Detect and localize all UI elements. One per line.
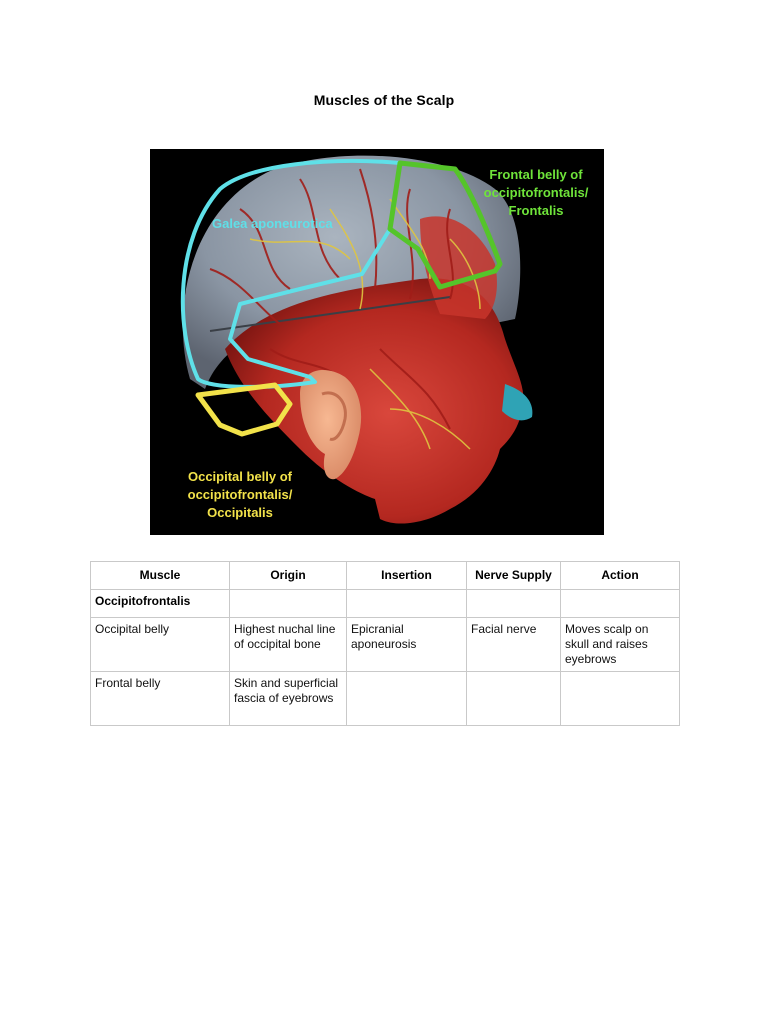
label-occipital-belly: Occipital belly of occipitofrontalis/ Oc…: [160, 468, 320, 522]
label-galea-aponeurotica: Galea aponeurotica: [212, 216, 333, 231]
cell-nerve: [466, 671, 561, 726]
frontal-outline: [387, 160, 503, 290]
cell-muscle: Frontal belly: [90, 671, 230, 726]
cell-muscle: Occipital belly: [90, 617, 230, 672]
cell-origin: Skin and superficial fascia of eyebrows: [229, 671, 347, 726]
nose: [502, 384, 533, 421]
header-nerve-supply: Nerve Supply: [466, 561, 561, 590]
header-muscle: Muscle: [90, 561, 230, 590]
group-label: Occipitofrontalis: [90, 589, 230, 618]
ear: [300, 370, 362, 480]
cell-insertion: Epicranial aponeurosis: [346, 617, 467, 672]
label-occipital-line1: Occipital belly of: [187, 469, 293, 484]
muscles-table: Muscle Origin Insertion Nerve Supply Act…: [90, 561, 680, 726]
cell-nerve: Facial nerve: [466, 617, 561, 672]
header-origin: Origin: [229, 561, 347, 590]
scalp-muscles-figure: Galea aponeurotica Frontal belly of occi…: [150, 149, 604, 535]
table-row: Frontal belly Skin and superficial fasci…: [90, 671, 680, 726]
occipital-outline: [195, 382, 293, 437]
header-action: Action: [560, 561, 680, 590]
table-header-row: Muscle Origin Insertion Nerve Supply Act…: [90, 561, 680, 590]
cell-insertion: [346, 671, 467, 726]
cell-action: [560, 671, 680, 726]
label-occipital-line3: Occipitalis: [207, 505, 273, 520]
label-frontal-line1: Frontal belly of: [489, 167, 583, 182]
table-group-row: Occipitofrontalis: [90, 589, 680, 618]
label-frontal-line3: Frontalis: [508, 203, 564, 218]
cell-origin: Highest nuchal line of occipital bone: [229, 617, 347, 672]
table-row: Occipital belly Highest nuchal line of o…: [90, 617, 680, 672]
galea-outline: [180, 158, 402, 389]
header-insertion: Insertion: [346, 561, 467, 590]
label-frontal-line2: occipitofrontalis/: [483, 185, 589, 200]
cell-action: Moves scalp on skull and raises eyebrows: [560, 617, 680, 672]
label-occipital-line2: occipitofrontalis/: [187, 487, 293, 502]
page-title: Muscles of the Scalp: [313, 92, 455, 108]
head-model-illustration: [180, 155, 533, 524]
face-muscles: [225, 278, 524, 524]
label-frontal-belly: Frontal belly of occipitofrontalis/ Fron…: [468, 166, 604, 220]
